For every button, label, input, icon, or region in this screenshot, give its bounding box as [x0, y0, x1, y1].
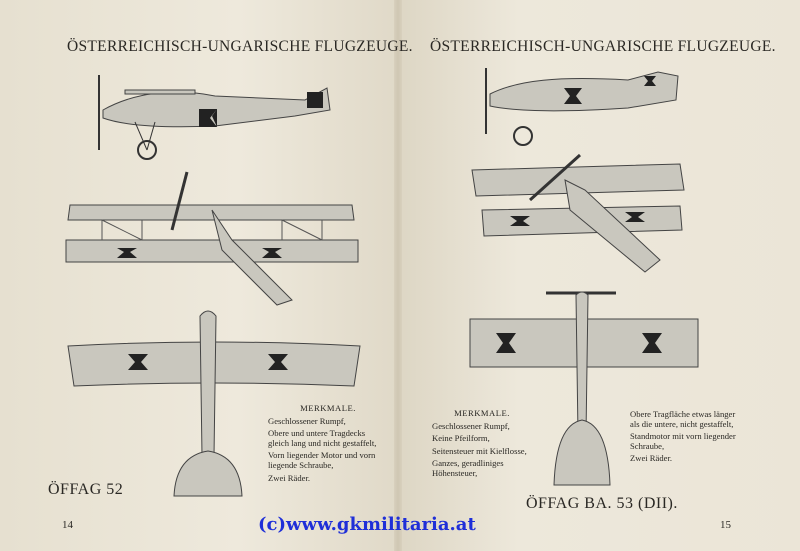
features-title: MERKMALE.: [300, 403, 356, 413]
book-gutter: [394, 0, 402, 551]
features-title: MERKMALE.: [454, 408, 510, 418]
feature-item: Vorn liegender Motor und vorn liegende S…: [268, 450, 376, 470]
feature-item: Geschlossener Rumpf,: [432, 420, 510, 431]
page-heading: ÖSTERREICHISCH-UNGARISCHE FLUGZEUGE.: [430, 38, 776, 55]
aircraft-top-view: [67, 310, 361, 497]
aircraft-caption: ÖFFAG 52: [48, 481, 124, 498]
feature-item: Zwei Räder.: [268, 472, 310, 483]
left-page: ÖSTERREICHISCH-UNGARISCHE FLUGZEUGE. MER…: [0, 0, 412, 551]
aircraft-perspective-view: [65, 171, 359, 306]
right-page: ÖSTERREICHISCH-UNGARISCHE FLUGZEUGE. MER…: [398, 0, 800, 551]
aircraft-caption: ÖFFAG BA. 53 (DII).: [526, 495, 678, 512]
features-list: MERKMALE. Geschlossener Rumpf, Obere und…: [268, 403, 388, 486]
features-list-left: MERKMALE. Geschlossener Rumpf, Keine Pfe…: [432, 408, 532, 482]
feature-item: Standmotor mit vorn liegender Schraube,: [630, 431, 736, 451]
aircraft-side-view: [98, 75, 331, 160]
watermark: (c)www.gkmilitaria.at: [258, 514, 476, 535]
aircraft-top-view: [469, 291, 699, 486]
feature-item: Geschlossener Rumpf,: [268, 415, 346, 426]
aircraft-side-view: [485, 68, 679, 146]
page-heading: ÖSTERREICHISCH-UNGARISCHE FLUGZEUGE.: [67, 38, 413, 55]
aircraft-perspective-view: [471, 153, 685, 273]
features-list-right: Obere Tragfläche etwas länger als die un…: [630, 409, 740, 467]
page-number: 15: [720, 519, 731, 531]
feature-item: Obere und untere Tragdecks gleich lang u…: [268, 428, 377, 448]
feature-item: Keine Pfeilform,: [432, 433, 490, 444]
feature-item: Obere Tragfläche etwas länger als die un…: [630, 409, 736, 429]
feature-item: Zwei Räder.: [630, 453, 672, 464]
feature-item: Seitensteuer mit Kielflosse,: [432, 445, 527, 456]
feature-item: Ganzes, geradliniges Höhensteuer,: [432, 458, 504, 478]
page-number: 14: [62, 519, 73, 531]
